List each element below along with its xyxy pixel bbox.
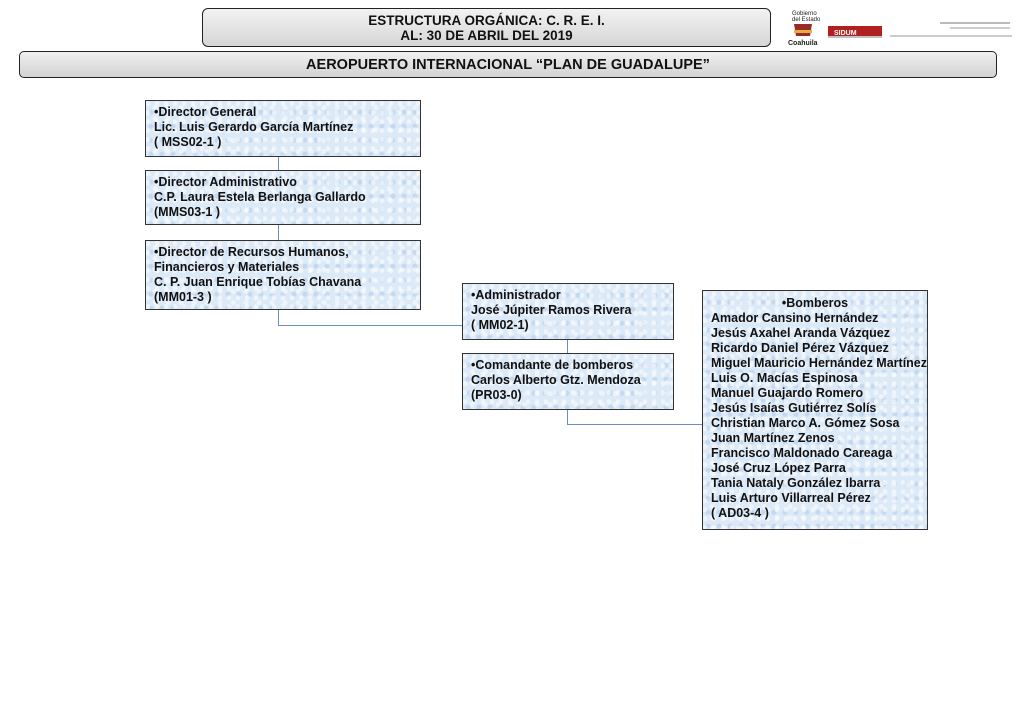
connector-admin-com [567, 339, 568, 353]
bomberos-member: Amador Cansino Hernández [711, 311, 879, 325]
bomberos-member: Juan Martínez Zenos [711, 431, 835, 445]
connector-com-down [567, 409, 568, 424]
title-line-2: AL: 30 DE ABRIL DEL 2019 [400, 28, 573, 43]
connector-com-bomberos [567, 424, 703, 425]
bomberos-title: •Bomberos [781, 296, 849, 310]
box-line: ( MSS02-1 ) [154, 135, 222, 149]
bomberos-member: Tania Nataly González Ibarra [711, 476, 881, 490]
logo-coahuila: Coahuila [788, 40, 818, 47]
box-line: (MM01-3 ) [154, 290, 212, 304]
bomberos-member: José Cruz López Parra [711, 461, 846, 475]
box-line: (PR03-0) [471, 388, 522, 402]
page-subtitle: AEROPUERTO INTERNACIONAL “PLAN DE GUADAL… [19, 51, 997, 78]
logos-area: Gobierno del Estado Coahuila SIDUM [780, 6, 1020, 50]
box-line: •Director Administrativo [154, 175, 297, 189]
connector-rh-admin [278, 325, 462, 326]
connector-dg-da [278, 156, 279, 171]
logo-gobierno-line1: Gobierno [792, 11, 817, 17]
bomberos-member: Francisco Maldonado Careaga [711, 446, 893, 460]
box-line: •Director General [154, 105, 257, 119]
bomberos-member: Manuel Guajardo Romero [711, 386, 864, 400]
box-line: ( MM02-1) [471, 318, 529, 332]
box-director-general: •Director General Lic. Luis Gerardo Garc… [145, 100, 421, 157]
box-administrador: •Administrador José Júpiter Ramos Rivera… [462, 283, 674, 340]
bomberos-member: Jesús Axahel Aranda Vázquez [711, 326, 891, 340]
box-line: C. P. Juan Enrique Tobías Chavana [154, 275, 362, 289]
bomberos-member: Luis Arturo Villarreal Pérez [711, 491, 871, 505]
box-line: (MMS03-1 ) [154, 205, 220, 219]
bomberos-member: Ricardo Daniel Pérez Vázquez [711, 341, 889, 355]
box-line: C.P. Laura Estela Berlanga Gallardo [154, 190, 366, 204]
box-line: Carlos Alberto Gtz. Mendoza [471, 373, 641, 387]
sidum-logo-bg [828, 26, 882, 38]
box-comandante: •Comandante de bomberos Carlos Alberto G… [462, 353, 674, 410]
logo-sidum: SIDUM [834, 30, 857, 37]
bomberos-member: ( AD03-4 ) [711, 506, 769, 520]
box-line: Financieros y Materiales [154, 260, 300, 274]
bomberos-member: Christian Marco A. Gómez Sosa [711, 416, 900, 430]
box-bomberos: •Bomberos Amador Cansino Hernández Jesús… [702, 290, 928, 530]
box-director-administrativo: •Director Administrativo C.P. Laura Este… [145, 170, 421, 225]
title-line-1: ESTRUCTURA ORGÁNICA: C. R. E. I. [368, 13, 605, 28]
box-line: José Júpiter Ramos Rivera [471, 303, 632, 317]
box-director-rh: •Director de Recursos Humanos, Financier… [145, 240, 421, 310]
box-line: •Administrador [471, 288, 561, 302]
box-line: •Director de Recursos Humanos, [154, 245, 349, 259]
bomberos-member: Luis O. Macías Espinosa [711, 371, 858, 385]
bomberos-member: Jesús Isaías Gutiérrez Solís [711, 401, 877, 415]
page-title: ESTRUCTURA ORGÁNICA: C. R. E. I. AL: 30 … [202, 8, 771, 47]
connector-da-rh [278, 224, 279, 241]
box-line: •Comandante de bomberos [471, 358, 634, 372]
government-logos: Gobierno del Estado Coahuila SIDUM [788, 11, 1012, 47]
connector-rh-down [278, 309, 279, 325]
box-line: Lic. Luis Gerardo García Martínez [154, 120, 354, 134]
bomberos-member: Miguel Mauricio Hernández Martínez [711, 356, 928, 370]
logo-gobierno-line2: del Estado [792, 17, 821, 23]
